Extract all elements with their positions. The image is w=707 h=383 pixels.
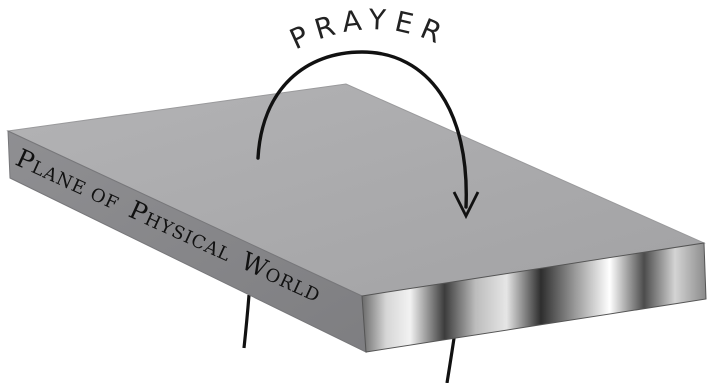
prayer-label-path: PRAYER (285, 3, 454, 56)
left-hanging-line (244, 295, 249, 348)
prayer-label: PRAYER (285, 3, 454, 56)
